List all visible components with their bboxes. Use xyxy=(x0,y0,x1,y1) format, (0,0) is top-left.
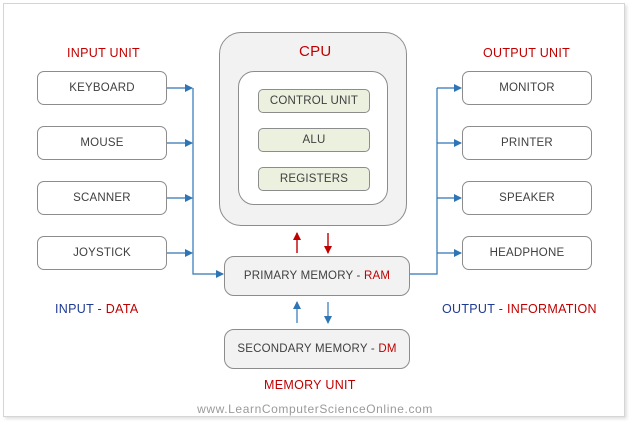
output-device-printer: PRINTER xyxy=(462,126,592,160)
input-caption-label: INPUT xyxy=(55,302,94,316)
input-device-keyboard: KEYBOARD xyxy=(37,71,167,105)
input-unit-heading: INPUT UNIT xyxy=(67,46,140,60)
primary-memory-label: PRIMARY MEMORY - xyxy=(243,270,361,282)
control-unit-box: CONTROL UNIT xyxy=(258,89,370,113)
output-device-monitor: MONITOR xyxy=(462,71,592,105)
secondary-memory-box: SECONDARY MEMORY - DM xyxy=(224,329,410,369)
secondary-memory-label: SECONDARY MEMORY - xyxy=(237,343,375,355)
output-caption: OUTPUT - INFORMATION xyxy=(442,302,597,316)
primary-memory-box: PRIMARY MEMORY - RAM xyxy=(224,256,410,296)
output-unit-heading: OUTPUT UNIT xyxy=(483,46,571,60)
registers-box: REGISTERS xyxy=(258,167,370,191)
input-device-mouse: MOUSE xyxy=(37,126,167,160)
website-watermark: www.LearnComputerScienceOnline.com xyxy=(197,402,433,416)
cpu-title: CPU xyxy=(299,43,332,60)
secondary-memory-abbrev: DM xyxy=(378,343,397,355)
output-device-speaker: SPEAKER xyxy=(462,181,592,215)
alu-box: ALU xyxy=(258,128,370,152)
input-caption: INPUT - DATA xyxy=(55,302,138,316)
output-device-headphone: HEADPHONE xyxy=(462,236,592,270)
memory-unit-heading: MEMORY UNIT xyxy=(264,378,356,392)
input-device-scanner: SCANNER xyxy=(37,181,167,215)
output-caption-value: INFORMATION xyxy=(506,302,597,316)
primary-memory-abbrev: RAM xyxy=(363,270,391,282)
output-caption-label: OUTPUT xyxy=(442,302,495,316)
input-caption-separator: - xyxy=(93,302,106,316)
input-caption-value: DATA xyxy=(105,302,139,316)
input-device-joystick: JOYSTICK xyxy=(37,236,167,270)
output-caption-separator: - xyxy=(494,302,507,316)
